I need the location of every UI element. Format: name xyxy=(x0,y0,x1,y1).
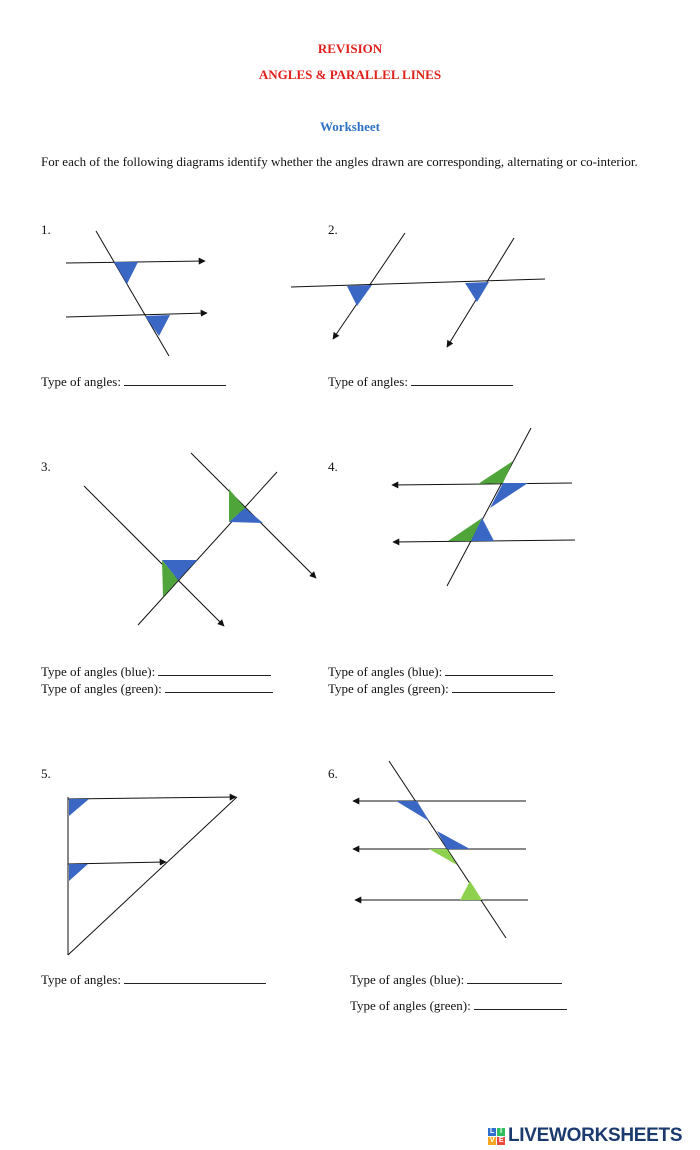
diagram-4-angles xyxy=(448,461,528,541)
green-angle xyxy=(448,518,482,541)
answer-blank[interactable] xyxy=(445,664,554,676)
question-number-5: 5. xyxy=(41,766,51,781)
answer-row-4-blue: Type of angles (blue): xyxy=(328,664,554,680)
answer-label: Type of angles (green): xyxy=(328,681,449,696)
answer-blank[interactable] xyxy=(164,681,273,693)
answer-blank[interactable] xyxy=(410,374,513,386)
transversal-line xyxy=(446,427,532,587)
diagram-4 xyxy=(391,427,576,587)
blue-angle xyxy=(396,801,429,821)
transversal-line xyxy=(388,760,507,939)
answer-blank[interactable] xyxy=(451,681,555,693)
diagram-6-angles xyxy=(396,801,482,900)
answer-label: Type of angles (blue): xyxy=(328,664,443,679)
question-number-4: 4. xyxy=(328,459,338,474)
logo-letter: L xyxy=(488,1127,496,1136)
logo-letter: E xyxy=(497,1136,505,1145)
diagram-5-angles xyxy=(69,799,89,881)
answer-row-6-blue: Type of angles (blue): xyxy=(350,972,563,988)
answer-row-4-green: Type of angles (green): xyxy=(328,681,555,697)
logo-text: LIVEWORKSHEETS xyxy=(508,1125,683,1146)
parallel-line xyxy=(67,858,167,866)
blue-angle xyxy=(347,285,372,306)
logo-mark-icon: L I V E xyxy=(488,1127,505,1145)
diagram-1 xyxy=(65,230,208,357)
answer-label: Type of angles (green): xyxy=(350,998,471,1013)
blue-angle xyxy=(69,799,89,816)
blue-angle xyxy=(145,315,170,336)
answer-label: Type of angles (blue): xyxy=(41,664,156,679)
answer-row-5: Type of angles: xyxy=(41,972,266,988)
transversal-line xyxy=(95,230,170,357)
answer-label: Type of angles (blue): xyxy=(350,972,465,987)
answer-row-3-green: Type of angles (green): xyxy=(41,681,273,697)
parallel-line xyxy=(83,485,225,627)
diagram-1-angles xyxy=(114,262,170,336)
worksheet-heading: Worksheet xyxy=(320,119,380,134)
logo-letter: I xyxy=(497,1127,505,1136)
question-number-3: 3. xyxy=(41,459,51,474)
blue-angle xyxy=(229,508,263,523)
blue-angle xyxy=(465,282,489,302)
blue-angle xyxy=(471,518,494,541)
green-angle xyxy=(229,489,245,522)
diagram-2 xyxy=(290,232,546,348)
blue-angle xyxy=(437,831,470,849)
transversal-line xyxy=(67,796,238,956)
diagram-2-angles xyxy=(347,282,489,306)
answer-row-6-green: Type of angles (green): xyxy=(350,998,567,1014)
parallel-line xyxy=(391,481,573,489)
light-green-angle xyxy=(460,881,482,900)
answer-blank[interactable] xyxy=(473,998,567,1010)
parallel-line xyxy=(65,309,208,318)
blue-angle xyxy=(114,262,138,284)
light-green-angle xyxy=(429,849,457,865)
answer-blank[interactable] xyxy=(123,374,226,386)
green-angle xyxy=(162,560,178,597)
green-angle xyxy=(478,461,513,484)
answer-row-1: Type of angles: xyxy=(41,374,226,390)
transversal-line xyxy=(137,471,278,626)
parallel-line xyxy=(67,793,237,801)
diagram-3 xyxy=(83,452,317,627)
answer-label: Type of angles: xyxy=(328,374,408,389)
question-number-6: 6. xyxy=(328,766,338,781)
diagram-6 xyxy=(352,760,528,939)
answer-blank[interactable] xyxy=(123,972,266,984)
answer-row-2: Type of angles: xyxy=(328,374,513,390)
answer-label: Type of angles: xyxy=(41,374,121,389)
revision-title: REVISION xyxy=(317,41,383,56)
diagram-5 xyxy=(67,793,238,956)
question-number-2: 2. xyxy=(328,222,338,237)
question-number-1: 1. xyxy=(41,222,51,237)
answer-label: Type of angles (green): xyxy=(41,681,162,696)
blue-angle xyxy=(490,483,528,508)
blue-angle xyxy=(69,864,88,881)
blue-angle xyxy=(162,560,197,580)
transversal-line xyxy=(290,278,546,288)
instructions: For each of the following diagrams ident… xyxy=(41,154,638,169)
logo-letter: V xyxy=(488,1136,496,1145)
topic-title: ANGLES & PARALLEL LINES xyxy=(258,67,442,82)
answer-row-3-blue: Type of angles (blue): xyxy=(41,664,272,680)
liveworksheets-logo[interactable]: L I V E LIVEWORKSHEETS xyxy=(488,1125,683,1147)
answer-blank[interactable] xyxy=(158,664,272,676)
diagram-3-angles xyxy=(162,489,263,597)
answer-blank[interactable] xyxy=(467,972,563,984)
answer-label: Type of angles: xyxy=(41,972,121,987)
